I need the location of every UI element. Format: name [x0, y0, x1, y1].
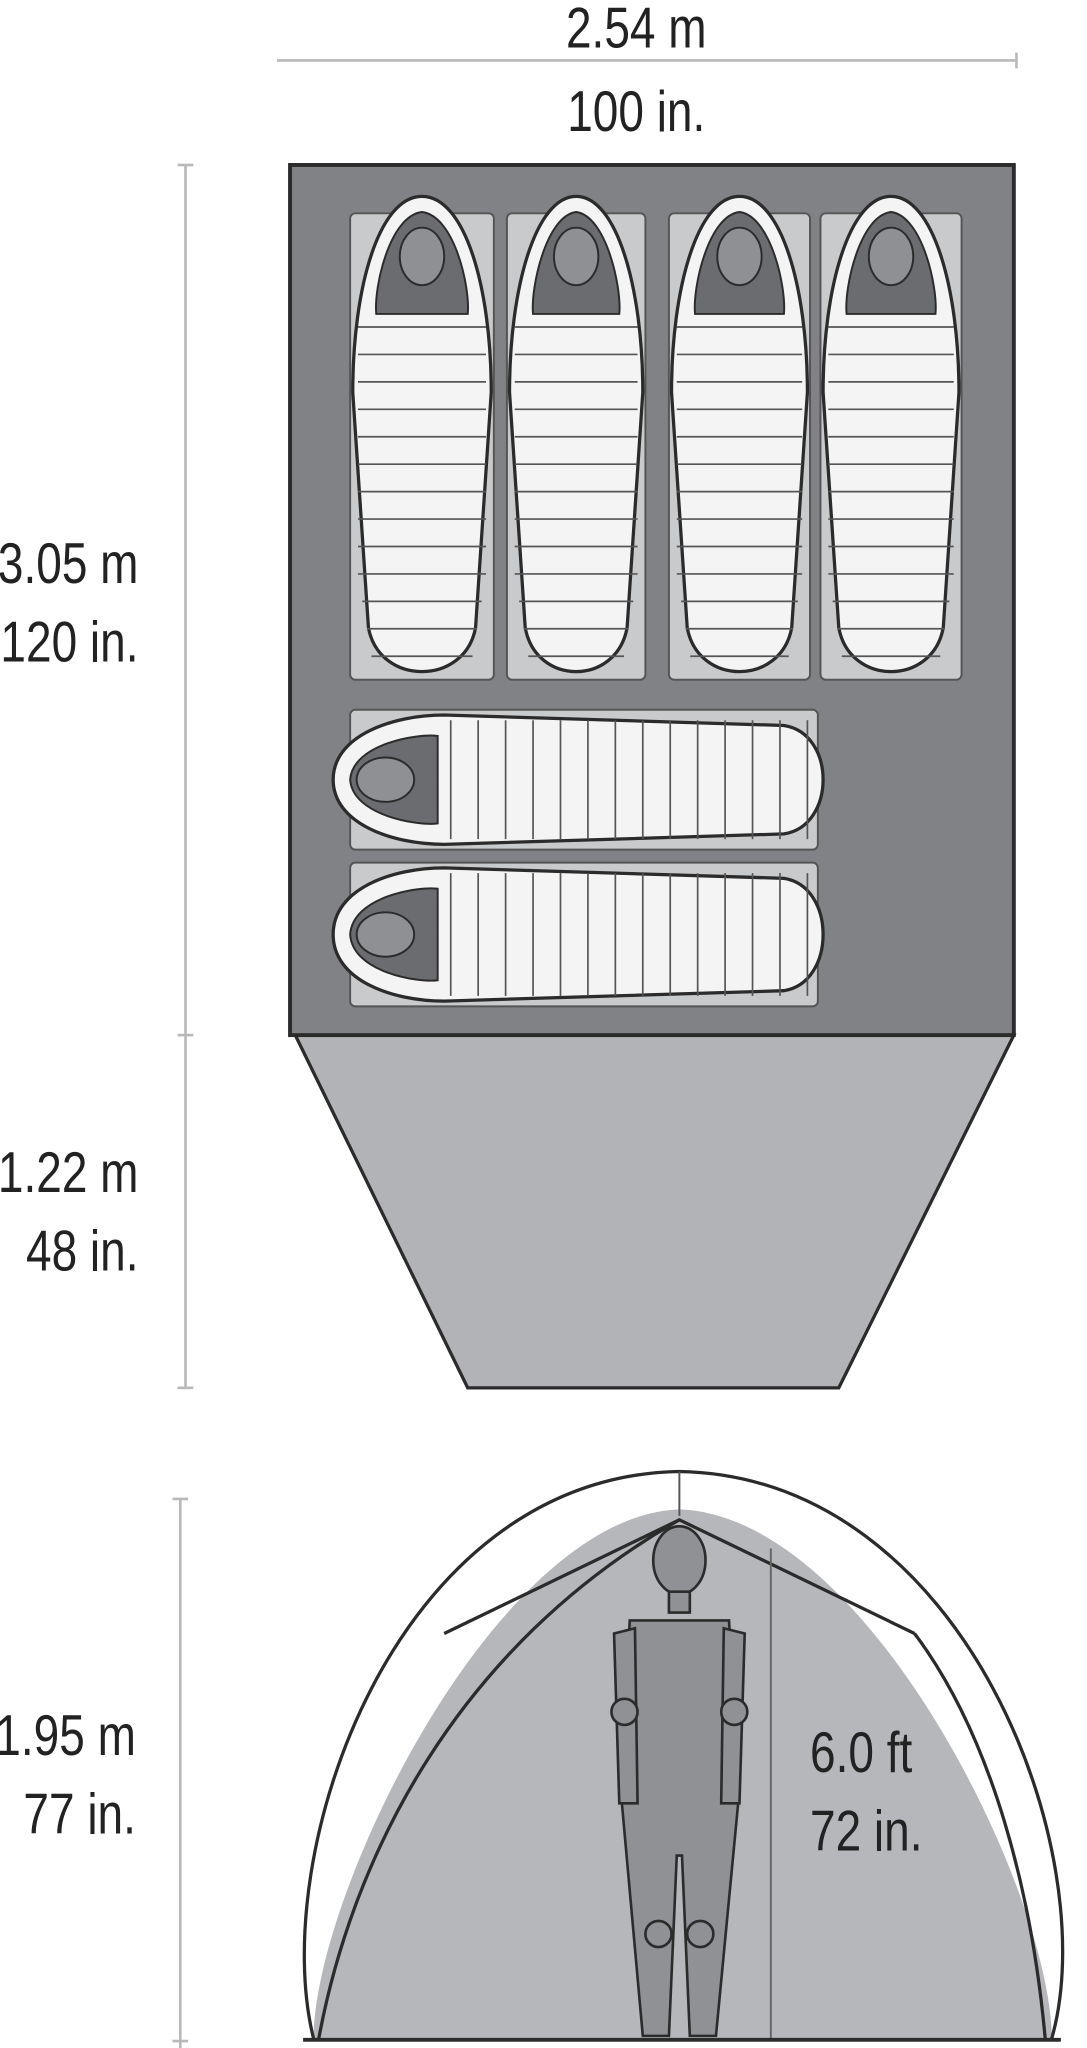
sleeping-pad-horizontal [331, 708, 825, 851]
width-metric-label: 2.54 m [566, 0, 707, 61]
person-height-imperial-label: 72 in. [810, 1800, 922, 1864]
sleeping-bag [669, 194, 810, 674]
sleeping-bag [821, 194, 961, 674]
width-imperial-label: 100 in. [567, 80, 705, 144]
sleeping-bag [351, 194, 493, 674]
head [355, 911, 416, 958]
tent-body-left-edge [317, 1517, 916, 2039]
sleeping-pad-horizontal [331, 861, 825, 1008]
vestibule-metric-label: 1.22 m [0, 1141, 138, 1205]
length-imperial-label: 120 in. [0, 611, 138, 675]
vestibule-imperial-label: 48 in. [26, 1219, 138, 1283]
sleeping-bag [331, 713, 825, 846]
peak-height-metric-label: 1.95 m [0, 1704, 136, 1768]
tent-ridge [443, 1518, 681, 1635]
vestibule-area [292, 1033, 1017, 1390]
sleeping-bag [331, 866, 825, 1003]
sleeping-pad-vertical [667, 194, 812, 681]
peak-height-imperial-label: 77 in. [23, 1783, 135, 1847]
head [867, 226, 915, 287]
length-metric-label: 3.05 m [0, 532, 138, 596]
head [716, 226, 763, 287]
head [398, 226, 446, 287]
head [355, 756, 416, 803]
head [552, 226, 600, 287]
person-figure [610, 1525, 749, 2038]
sleeping-pad-vertical [505, 194, 647, 681]
sleeping-bag [507, 194, 645, 674]
tent-body-right-edge [913, 1632, 1047, 2039]
sleeping-pad-vertical [819, 194, 963, 681]
person-height-ft-label: 6.0 ft [810, 1721, 913, 1785]
sleepers-group [331, 194, 963, 1008]
tent-side-view: 6.0 ft 72 in. [302, 1469, 1065, 2042]
sleeping-pad-vertical [349, 194, 495, 681]
